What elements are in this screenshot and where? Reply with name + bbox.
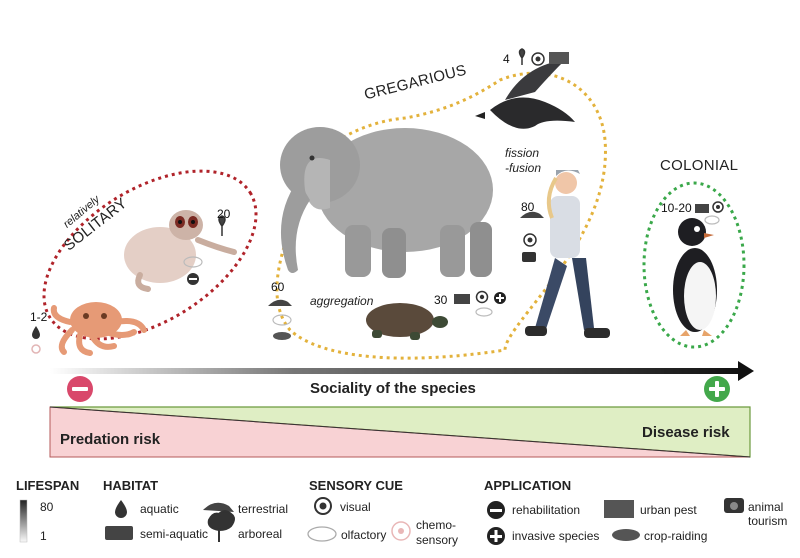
urban-pest-icon bbox=[604, 500, 634, 518]
axis-arrowhead bbox=[738, 361, 754, 381]
terrestrial-icon bbox=[268, 299, 292, 306]
legend-chemo: chemo- bbox=[416, 518, 457, 532]
lifespan-crow: 4 bbox=[503, 52, 510, 66]
fission-label: fission bbox=[505, 146, 540, 160]
chemosensory-icon bbox=[391, 521, 411, 541]
terrestrial-icon bbox=[520, 211, 544, 218]
crop-raiding-icon bbox=[612, 529, 640, 541]
arboreal-icon bbox=[207, 510, 235, 542]
aggregation-label: aggregation bbox=[310, 294, 374, 308]
olfactory-icon bbox=[475, 307, 493, 317]
predation-risk-label: Predation risk bbox=[60, 431, 161, 448]
fusion-label: -fusion bbox=[505, 161, 542, 175]
visual-icon bbox=[475, 290, 489, 304]
crow-illustration bbox=[475, 60, 575, 129]
legend-application-title: APPLICATION bbox=[484, 478, 572, 493]
visual-icon bbox=[531, 52, 545, 66]
olfactory-icon bbox=[272, 314, 292, 326]
lifespan-loris: 20 bbox=[217, 207, 231, 221]
legend-urban-pest: urban pest bbox=[640, 503, 697, 517]
legend-lifespan-min: 1 bbox=[40, 529, 47, 543]
solitary-ring bbox=[42, 169, 258, 341]
woman-illustration bbox=[525, 170, 610, 338]
lifespan-octopus: 1-2 bbox=[30, 310, 48, 324]
semi-aquatic-icon bbox=[695, 204, 709, 213]
penguin-illustration bbox=[673, 218, 717, 336]
lifespan-penguin: 10-20 bbox=[661, 201, 692, 215]
legend-aquatic: aquatic bbox=[140, 502, 179, 516]
animal-tourism-icon bbox=[522, 252, 536, 262]
legend-crop-raiding: crop-raiding bbox=[644, 529, 708, 543]
lifespan-turtle: 30 bbox=[434, 293, 448, 307]
olfactory-icon bbox=[704, 215, 720, 225]
visual-icon bbox=[523, 233, 537, 247]
octopus-illustration bbox=[50, 302, 147, 356]
olfactory-icon bbox=[183, 256, 203, 268]
legend-sensory-title: SENSORY CUE bbox=[309, 478, 403, 493]
lifespan-gradient-bar bbox=[19, 499, 28, 543]
axis-title: Sociality of the species bbox=[310, 380, 476, 397]
legend-sensory: sensory bbox=[416, 533, 459, 547]
semi-aquatic-icon bbox=[105, 526, 133, 540]
visual-icon bbox=[712, 201, 724, 213]
sociality-axis bbox=[50, 368, 742, 374]
legend-arboreal: arboreal bbox=[238, 527, 283, 541]
semi-aquatic-icon bbox=[454, 294, 470, 304]
olfactory-icon bbox=[307, 526, 337, 542]
chemosensory-icon bbox=[31, 344, 41, 354]
legend-tourism: tourism bbox=[748, 514, 788, 528]
turtle-illustration bbox=[366, 303, 448, 340]
legend-invasive: invasive species bbox=[512, 529, 600, 543]
elephant-illustration bbox=[280, 127, 493, 278]
arboreal-icon bbox=[218, 215, 226, 236]
aquatic-icon bbox=[32, 326, 40, 339]
legend-animal: animal bbox=[748, 500, 784, 514]
legend-terrestrial: terrestrial bbox=[238, 502, 289, 516]
visual-icon bbox=[314, 497, 332, 515]
slow-loris-illustration bbox=[124, 210, 237, 292]
lifespan-elephant: 60 bbox=[271, 280, 285, 294]
aquatic-icon bbox=[115, 500, 127, 518]
disease-risk-label: Disease risk bbox=[642, 424, 730, 441]
legend-habitat-title: HABITAT bbox=[103, 478, 159, 493]
legend-lifespan-title: LIFESPAN bbox=[16, 478, 80, 493]
legend-lifespan-max: 80 bbox=[40, 500, 54, 514]
crop-raiding-icon bbox=[273, 332, 291, 340]
colonial-ring bbox=[642, 181, 746, 349]
legend-semi-aquatic: semi-aquatic bbox=[140, 527, 209, 541]
urban-pest-icon bbox=[549, 52, 569, 64]
legend-rehabilitation: rehabilitation bbox=[512, 503, 581, 517]
legend-olfactory: olfactory bbox=[341, 528, 387, 542]
arboreal-icon bbox=[518, 48, 526, 65]
lifespan-human: 80 bbox=[521, 200, 535, 214]
terrestrial-icon bbox=[203, 502, 234, 512]
colonial-label: COLONIAL bbox=[660, 157, 739, 174]
legend-visual: visual bbox=[340, 500, 371, 514]
